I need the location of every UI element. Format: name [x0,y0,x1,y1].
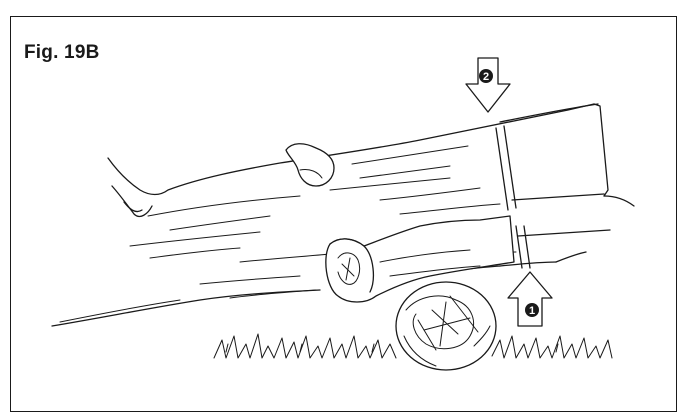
branch-knot [286,144,334,186]
round-log-end [396,282,496,370]
cut-arrow-1: 1 [508,272,552,326]
marker-2-number: 2 [483,71,489,83]
cut-arrow-2: 2 [466,58,510,112]
marker-1-number: 1 [529,305,535,317]
